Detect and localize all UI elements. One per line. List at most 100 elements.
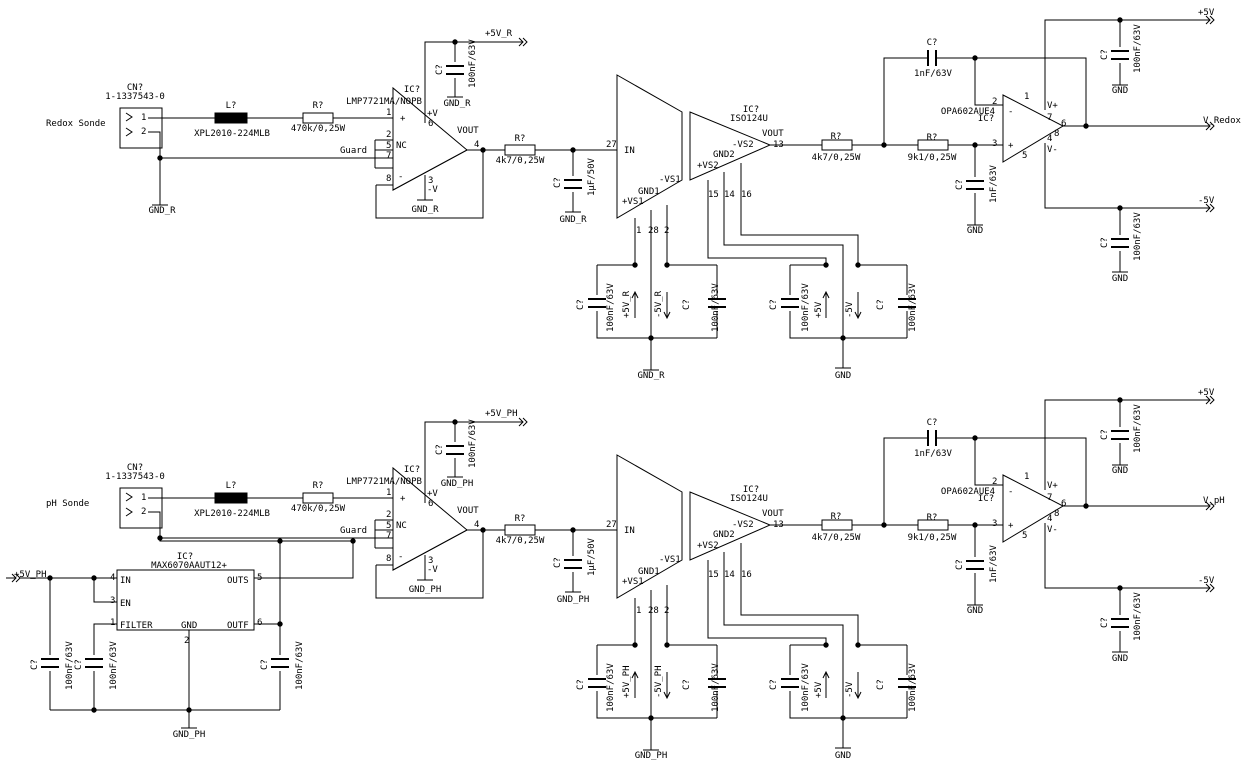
cap-ref: C?: [74, 659, 84, 670]
pin-number: 4: [474, 140, 479, 150]
supply-net: -5V_PH: [654, 665, 664, 698]
resistor-body: [504, 144, 536, 156]
resistor-value: 9k1/0,25W: [908, 533, 957, 543]
ground-net: GND: [1112, 274, 1128, 284]
cap-value: 1µF/50V: [587, 537, 597, 576]
cap-value: 100nF/63V: [606, 283, 616, 332]
nc-label: NC: [396, 521, 407, 531]
inductor-ref: L?: [226, 101, 237, 111]
cap-ref: C?: [435, 64, 445, 75]
resistor-ref: R?: [831, 132, 842, 142]
resistor-body: [302, 112, 334, 124]
ref-filter: FILTER: [120, 621, 153, 631]
junction-dot: [823, 642, 829, 648]
junction-dot: [664, 262, 670, 268]
pin-number: 1: [386, 488, 391, 498]
pin-number: 8: [1054, 509, 1059, 519]
supply-net: +5V: [1198, 8, 1215, 18]
pin-number: 6: [257, 618, 262, 628]
connector-ref: CN?: [127, 463, 143, 473]
junction-dot: [855, 642, 861, 648]
supply-net: +5V_PH: [14, 570, 47, 580]
junction-dot: [1083, 503, 1089, 509]
cap-value: 1nF/63V: [989, 164, 999, 203]
resistor-ref: R?: [831, 512, 842, 522]
resistor-value: 470k/0,25W: [291, 124, 346, 134]
resistor-ref: R?: [515, 134, 526, 144]
junction-dot: [480, 147, 486, 153]
cap-value: 100nF/63V: [1133, 212, 1143, 261]
vminus-label: -V: [427, 565, 438, 575]
supply-net: -5V: [845, 681, 855, 698]
supply-net: +5V: [1198, 388, 1215, 398]
cap-ref: C?: [769, 679, 779, 690]
cap-value: 100nF/63V: [468, 419, 478, 468]
junction-dot: [632, 642, 638, 648]
opamp2-part: OPA602AUE4: [941, 487, 995, 497]
supply-net: +5V_R: [622, 290, 632, 318]
vs2m-label: -VS2: [732, 520, 754, 530]
pin-number: 6: [1061, 499, 1066, 509]
junction-dot: [1083, 123, 1089, 129]
cap-value: 100nF/63V: [908, 283, 918, 332]
junction-dot: [350, 538, 356, 544]
ref-outs: OUTS: [227, 576, 249, 586]
vout-label: VOUT: [457, 506, 479, 516]
connector-pin-icon: [125, 507, 133, 517]
pin-number: 7: [1047, 493, 1052, 503]
pin-number: 1: [636, 606, 641, 616]
opamp1-part: LMP7721MA/NOPB: [346, 97, 422, 107]
cap-ref: C?: [1100, 617, 1110, 628]
pin-number: 1: [141, 113, 146, 123]
pin-number: 3: [992, 519, 997, 529]
vs1p-label: +VS1: [622, 577, 644, 587]
opamp2-ref: IC?: [978, 494, 994, 504]
pin-number: 28: [648, 226, 659, 236]
opamp2-body: [1002, 94, 1065, 163]
resistor-ref: R?: [515, 514, 526, 524]
pin-number: 2: [992, 97, 997, 107]
ground-net: GND_R: [148, 206, 176, 216]
pin-number: 1: [386, 108, 391, 118]
vs2p-label: +VS2: [697, 541, 719, 551]
ground-net: GND: [1112, 86, 1128, 96]
max6070-body: [116, 569, 255, 631]
opamp-plus: +: [1008, 521, 1014, 531]
pin-number: 2: [386, 130, 391, 140]
supply-flag-icon: [513, 37, 528, 47]
gnd1-label: GND1: [638, 567, 660, 577]
iso-ref: IC?: [743, 485, 759, 495]
cap-ref: C?: [955, 179, 965, 190]
resistor-value: 4k7/0,25W: [496, 536, 545, 546]
ground-net: GND: [835, 751, 851, 761]
pin-number: 2: [992, 477, 997, 487]
pin-number: 5: [1022, 151, 1027, 161]
pin-number: 4: [1047, 514, 1052, 524]
guard-label: Guard: [340, 526, 367, 536]
cap-ref: C?: [553, 557, 563, 568]
pin-number: 14: [724, 570, 735, 580]
pin-number: 4: [474, 520, 479, 530]
supply-flag-icon: [1200, 395, 1215, 405]
vout-label: VOUT: [457, 126, 479, 136]
pin-number: 1: [110, 618, 115, 628]
pin-number: 5: [386, 521, 391, 531]
pin-number: 7: [1047, 113, 1052, 123]
ref-part: MAX6070AAUT12+: [151, 561, 227, 571]
cap-value: 100nF/63V: [606, 663, 616, 712]
pin-number: 8: [1054, 129, 1059, 139]
pin-number: 27: [606, 520, 617, 530]
inductor-part: XPL2010-224MLB: [194, 129, 270, 139]
pin-number: 14: [724, 190, 735, 200]
gnd2-label: GND2: [713, 150, 735, 160]
connector-pin-icon: [125, 112, 133, 122]
iso-vout-label: VOUT: [762, 129, 784, 139]
resistor-ref: R?: [313, 481, 324, 491]
junction-dot: [91, 575, 97, 581]
iso-in-label: IN: [624, 526, 635, 536]
sonde-label: pH Sonde: [46, 499, 89, 509]
connector-part: 1-1337543-0: [105, 472, 165, 482]
opamp-plus: +: [1008, 141, 1014, 151]
